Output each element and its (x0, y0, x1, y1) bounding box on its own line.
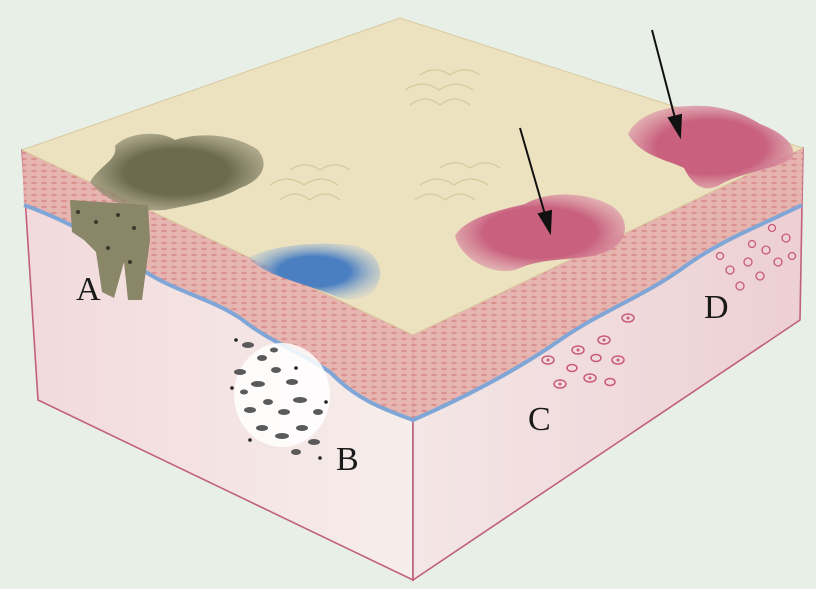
label-d: D (704, 289, 729, 326)
cell-cluster-c (541, 313, 635, 389)
red-lesion-center (455, 194, 625, 272)
red-lesion-upper (628, 105, 794, 189)
label-b: B (336, 441, 359, 478)
label-c: C (528, 401, 551, 438)
arrow-pointer-left (519, 127, 553, 236)
cell-cluster-d (715, 223, 797, 291)
lesion-a-pigment-patch (90, 133, 264, 211)
skin-texture (269, 69, 501, 201)
basement-membrane (23, 203, 803, 423)
cell-cluster-b (230, 338, 330, 460)
epidermis-right (413, 148, 803, 420)
label-a: A (76, 271, 101, 308)
blue-lesion (248, 243, 381, 300)
arrow-pointer-right (651, 29, 683, 140)
lesion-a-dermal-extension (70, 200, 150, 300)
